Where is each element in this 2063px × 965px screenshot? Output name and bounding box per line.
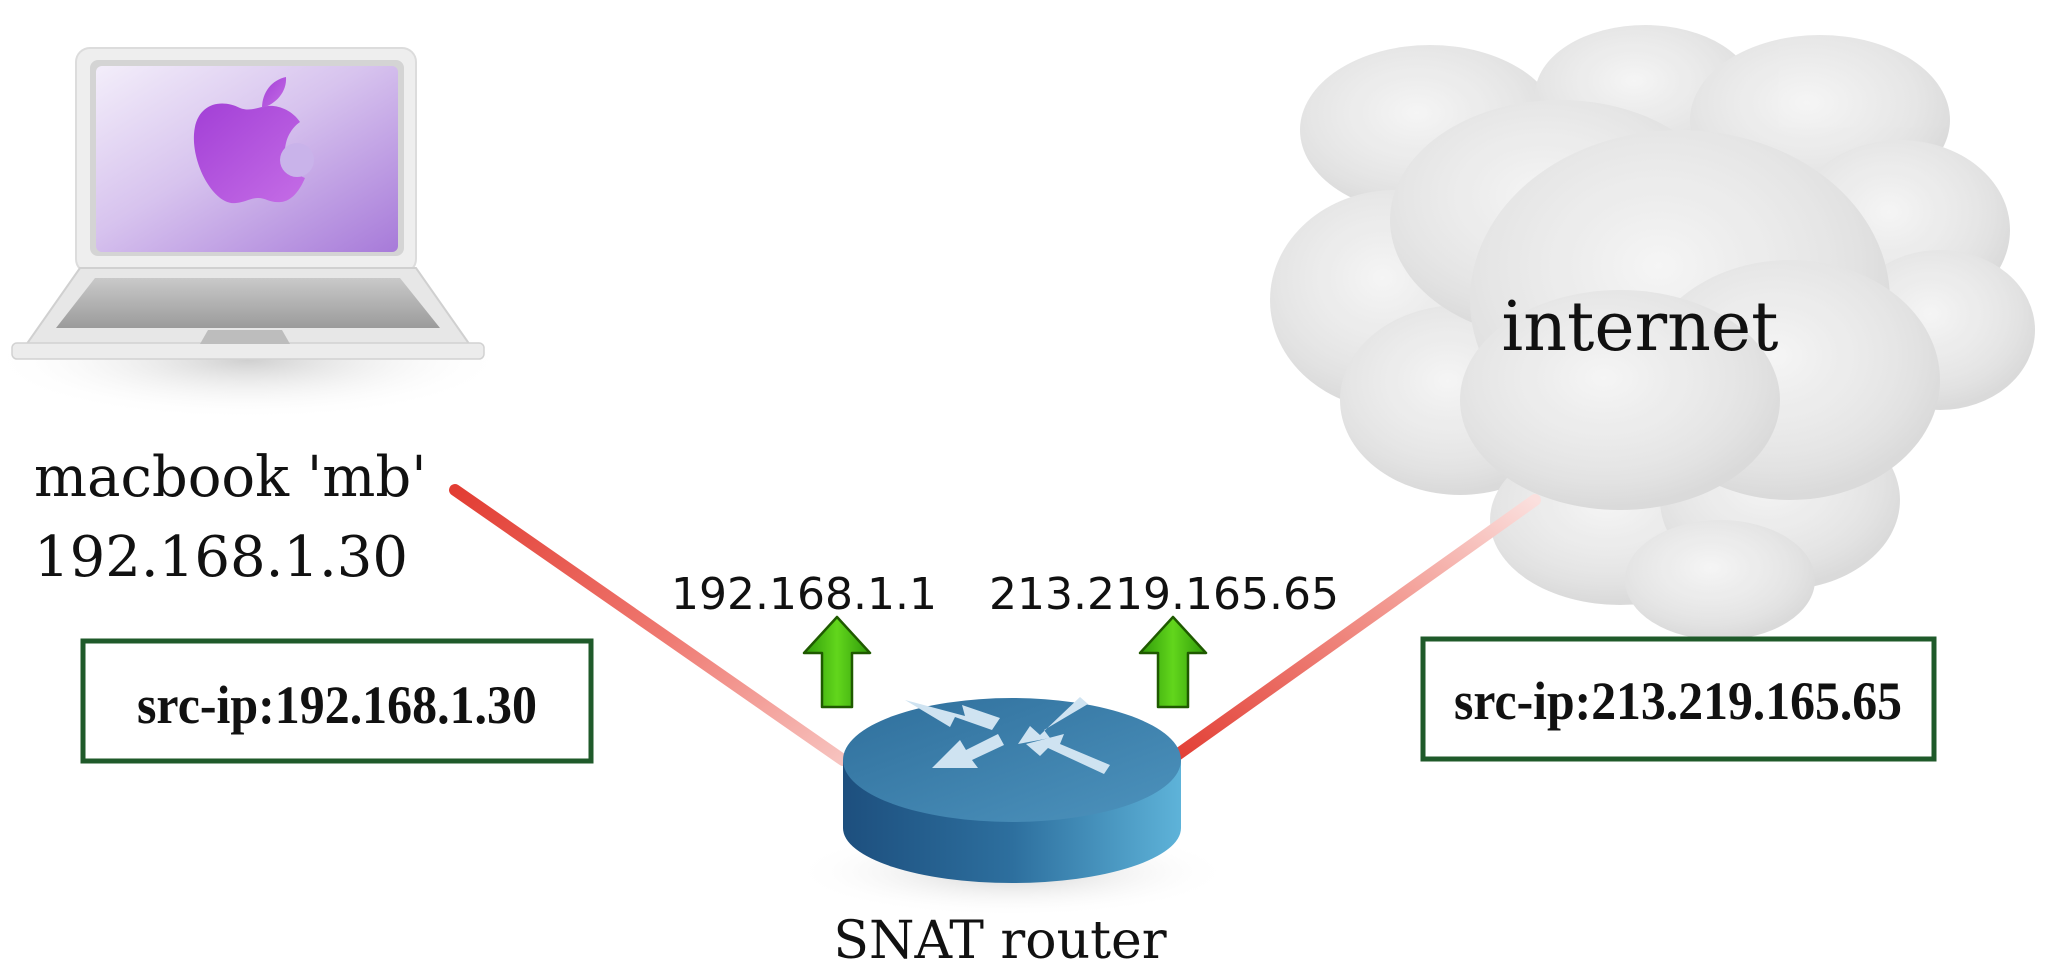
arrow-up-wan-icon bbox=[1138, 615, 1208, 709]
internet-label: internet bbox=[1502, 288, 1779, 367]
packet-box-wan bbox=[1420, 636, 1937, 762]
router-label: SNAT router bbox=[833, 911, 1166, 965]
arrow-up-lan-icon bbox=[802, 615, 872, 709]
packet-src-ip-lan: src-ip:192.168.1.30 bbox=[137, 675, 537, 735]
router-arrows-icon bbox=[905, 697, 1110, 774]
cloud-icon bbox=[1270, 25, 2035, 640]
router-wan-ip: 213.219.165.65 bbox=[989, 569, 1339, 620]
link-wan bbox=[1164, 494, 1541, 766]
packet-box-lan bbox=[80, 638, 594, 764]
router-lan-ip: 192.168.1.1 bbox=[671, 569, 937, 620]
laptop-name-label: macbook 'mb' bbox=[34, 445, 427, 510]
laptop-icon bbox=[0, 47, 508, 420]
apple-logo-icon bbox=[193, 77, 314, 204]
packet-src-ip-wan: src-ip:213.219.165.65 bbox=[1454, 671, 1902, 731]
router-icon bbox=[792, 697, 1232, 917]
link-lan bbox=[449, 484, 849, 766]
laptop-ip-label: 192.168.1.30 bbox=[34, 525, 408, 590]
